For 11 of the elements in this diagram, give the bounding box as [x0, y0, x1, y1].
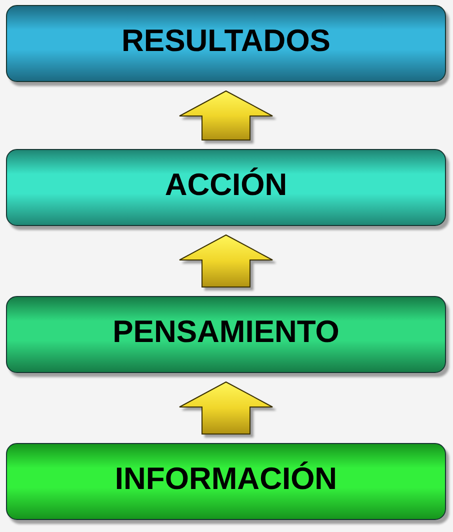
stage-label: RESULTADOS — [122, 22, 330, 58]
stage-box — [6, 296, 446, 373]
block-arrow — [179, 381, 273, 434]
stage-box — [6, 5, 446, 82]
stage-box — [6, 149, 446, 226]
stage-label: PENSAMIENTO — [112, 314, 340, 350]
stage-label: INFORMACIÓN — [114, 460, 338, 496]
block-arrow — [179, 90, 273, 140]
stage-label: ACCIÓN — [164, 166, 288, 202]
block-arrow — [179, 234, 273, 288]
stage-box — [6, 443, 446, 520]
